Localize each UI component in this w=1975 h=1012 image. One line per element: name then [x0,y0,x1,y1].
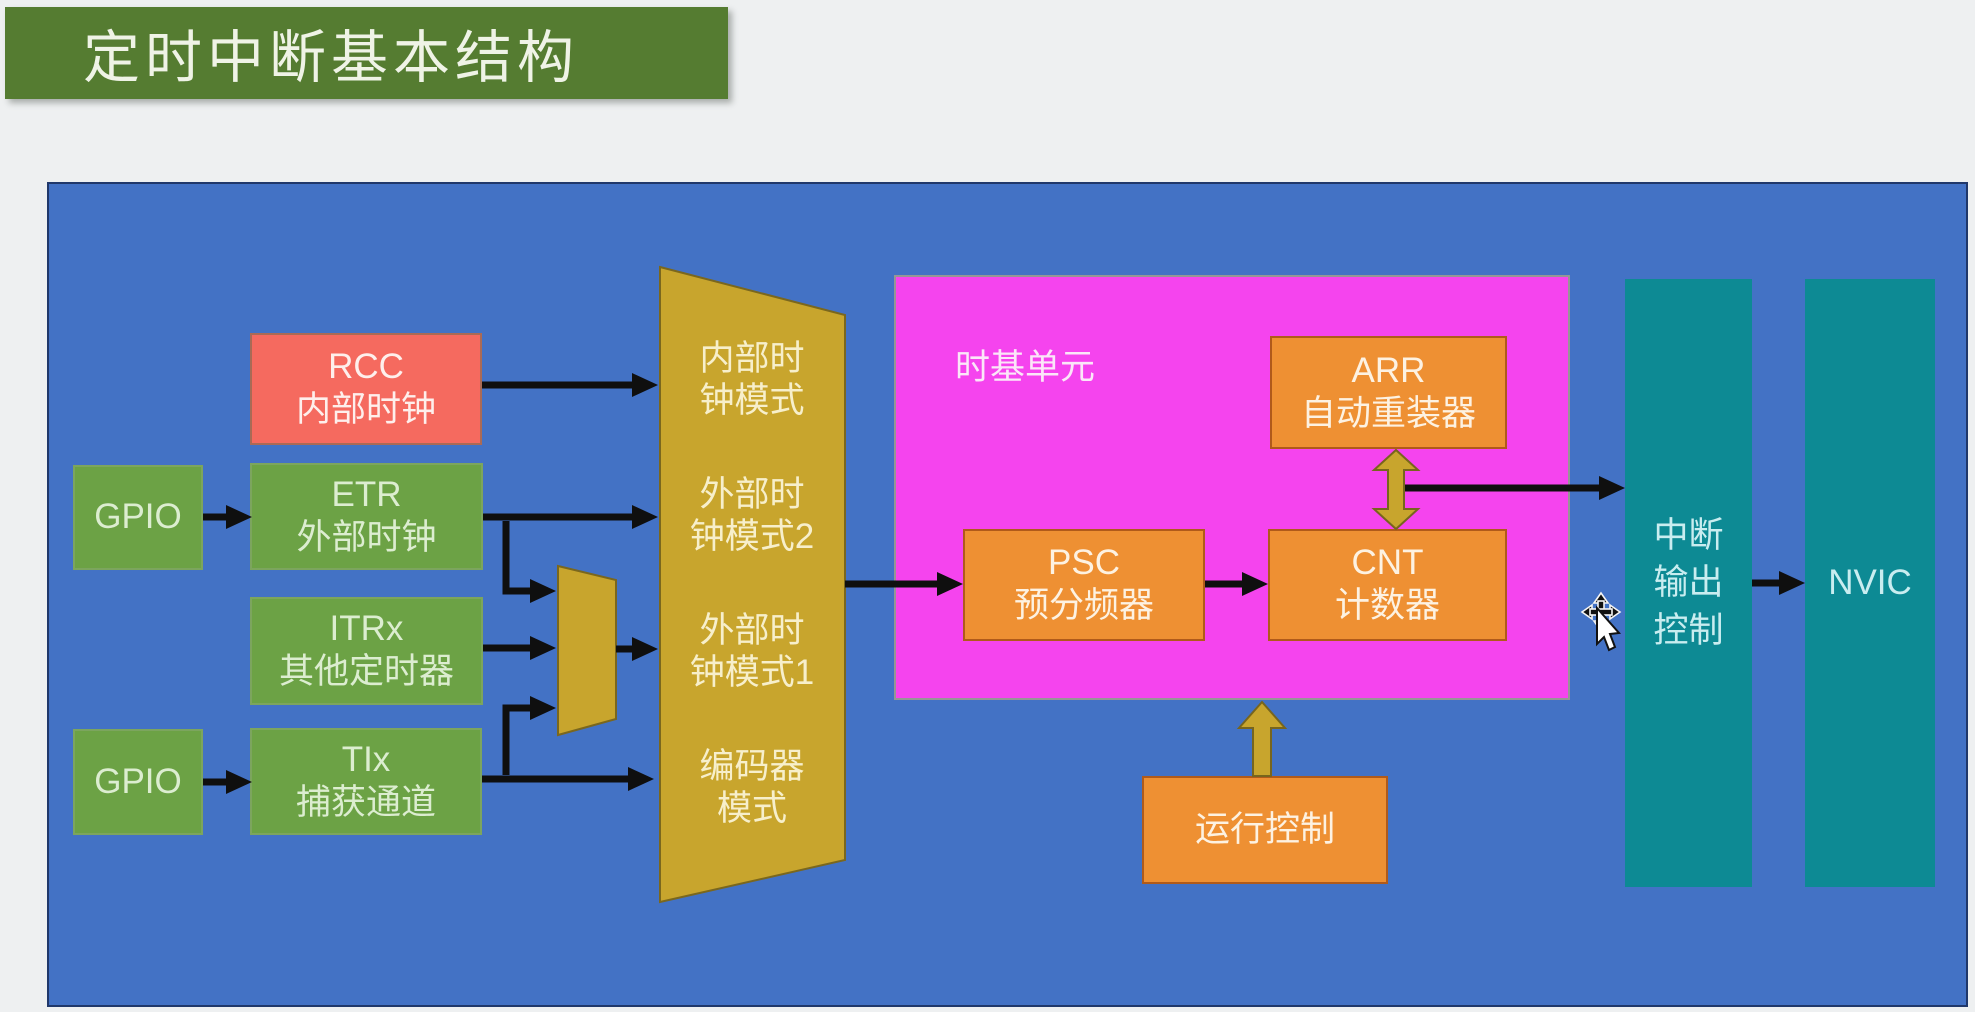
run-control-block: 运行控制 [1142,776,1388,884]
arr-label-line1: ARR [1351,350,1426,390]
itrx-label-line1: ITRx [329,609,404,649]
cnt-label-line1: CNT [1351,543,1424,583]
itrx-label-line2: 其他定时器 [278,652,454,691]
itrx-other-timers-block: ITRx 其他定时器 [250,597,483,705]
rcc-label-line2: 内部时钟 [295,390,436,429]
psc-label-line2: 预分频器 [1013,586,1154,625]
etr-external-clock-block: ETR 外部时钟 [250,463,483,570]
arr-label-line2: 自动重装器 [1300,393,1476,433]
etr-label-line1: ETR [331,474,402,514]
arr-auto-reload-block: ARR 自动重装器 [1270,336,1507,449]
nvic-label: NVIC [1828,563,1912,603]
run-control-label: 运行控制 [1194,809,1335,849]
nvic-block: NVIC [1805,279,1935,887]
external-clock-mode1-label: 外部时 钟模式1 [689,611,815,692]
tix-label-line2: 捕获通道 [295,782,436,822]
interrupt-output-line3: 控制 [1653,610,1724,650]
rcc-internal-clock-block: RCC 内部时钟 [250,333,482,445]
etr-label-line2: 外部时钟 [296,517,437,557]
interrupt-output-line1: 中断 [1653,516,1724,556]
cnt-counter-block: CNT 计数器 [1268,529,1507,641]
rcc-label-line1: RCC [328,347,404,387]
internal-clock-mode-label: 内部时 钟模式 [699,339,805,420]
tix-label-line1: TIx [341,739,391,779]
gpio-top-block: GPIO [73,465,203,570]
external-clock-mode2-label: 外部时 钟模式2 [689,475,815,556]
gpio-bottom-label: GPIO [94,761,182,801]
gpio-bottom-block: GPIO [73,729,203,835]
psc-label-line1: PSC [1048,543,1120,583]
page-title: 定时中断基本结构 [5,7,728,99]
interrupt-output-control-block: 中断 输出 控制 [1625,279,1752,887]
cnt-label-line2: 计数器 [1334,586,1440,625]
gpio-top-label: GPIO [94,497,182,537]
interrupt-output-line2: 输出 [1653,563,1724,603]
tix-capture-channel-block: TIx 捕获通道 [250,728,482,835]
psc-prescaler-block: PSC 预分频器 [963,529,1205,641]
time-base-unit-label: 时基单元 [955,348,1096,387]
encoder-mode-label: 编码器 模式 [699,747,805,828]
